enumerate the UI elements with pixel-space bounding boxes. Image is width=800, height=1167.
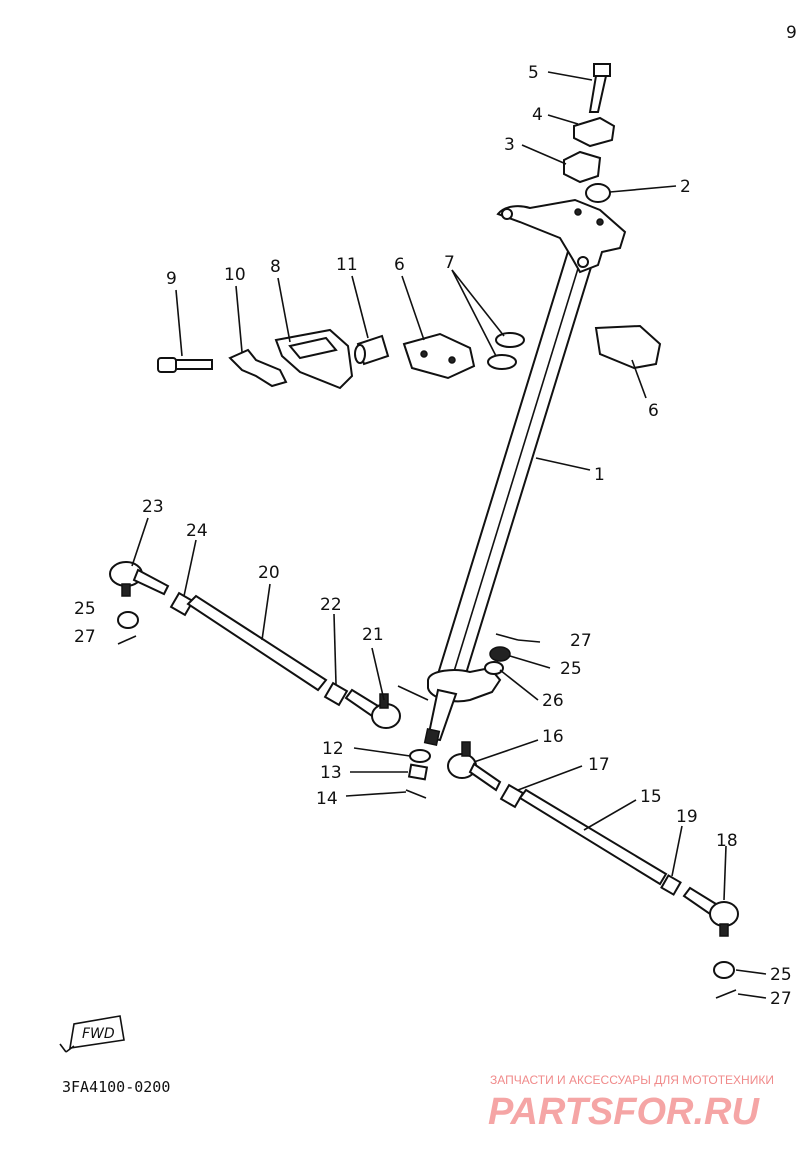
callout-6a: 6	[394, 255, 405, 275]
callout-2: 2	[680, 177, 691, 197]
callout-14: 14	[316, 789, 338, 809]
pin-27a	[117, 635, 137, 645]
callout-6b: 6	[648, 401, 659, 421]
callout-16: 16	[542, 727, 564, 747]
collar-11	[354, 334, 390, 366]
page-marker: 9	[786, 23, 797, 43]
nut-22	[323, 681, 349, 707]
callout-20: 20	[258, 563, 280, 583]
tie-rod-20	[186, 594, 328, 692]
fwd-label: FWD	[82, 1026, 115, 1042]
nut-24	[169, 591, 195, 617]
washer-26	[484, 661, 504, 675]
tie-rod-end-16	[447, 741, 502, 792]
bushing-half-6b	[594, 324, 662, 370]
callout-13: 13	[320, 763, 342, 783]
tie-rod-end-21	[344, 688, 401, 729]
nut-13	[407, 763, 429, 781]
top-bolt	[588, 63, 611, 113]
bushing-half-6a	[402, 332, 476, 380]
leader-lines	[131, 71, 767, 999]
tie-rod-end-18	[682, 886, 739, 937]
plate-8	[274, 328, 354, 390]
steering-shaft	[423, 198, 627, 746]
washer-25c	[713, 961, 735, 979]
callout-21: 21	[362, 625, 384, 645]
callout-25c: 25	[770, 965, 792, 985]
callout-27a: 27	[74, 627, 96, 647]
bolt-9	[157, 357, 213, 373]
callout-19: 19	[676, 807, 698, 827]
callout-8: 8	[270, 257, 281, 277]
callout-25a: 25	[74, 599, 96, 619]
tie-rod-15	[518, 788, 668, 886]
callout-15: 15	[640, 787, 662, 807]
callout-labels: 5 4 3 2 9 10 8 11 6 7 6 1 23 24 20 25 27…	[74, 63, 792, 1009]
fwd-indicator: FWD	[59, 1015, 125, 1053]
callout-12: 12	[322, 739, 344, 759]
callout-11: 11	[336, 255, 358, 275]
callout-7: 7	[444, 253, 455, 273]
callout-22: 22	[320, 595, 342, 615]
nut-17	[499, 783, 525, 809]
holder-upper	[573, 116, 616, 148]
callout-18: 18	[716, 831, 738, 851]
pin-27c	[715, 989, 737, 999]
pin-27b	[495, 633, 519, 641]
callout-17: 17	[588, 755, 610, 775]
watermark-tagline: ЗАПЧАСТИ И АКСЕССУАРЫ ДЛЯ МОТОТЕХНИКИ	[490, 1073, 774, 1087]
diagram-code: 3FA4100-0200	[62, 1078, 170, 1096]
nut-25b	[489, 646, 511, 662]
callout-27b: 27	[570, 631, 592, 651]
watermark-brand: PARTSFOR.RU	[488, 1091, 760, 1133]
lock-plate-10	[228, 348, 288, 388]
washer-12	[409, 749, 431, 763]
bushing-cap	[585, 183, 611, 203]
callout-5: 5	[528, 63, 539, 83]
callout-26: 26	[542, 691, 564, 711]
watermark: ЗАПЧАСТИ И АКСЕССУАРЫ ДЛЯ МОТОТЕХНИКИ PA…	[488, 1073, 774, 1133]
washer-25a	[117, 611, 139, 629]
callout-1: 1	[594, 465, 605, 485]
washers-7	[487, 332, 525, 370]
tie-rod-end-23	[109, 561, 170, 597]
callout-3: 3	[504, 135, 515, 155]
pin-14	[405, 789, 427, 799]
callout-10: 10	[224, 265, 246, 285]
callout-23: 23	[142, 497, 164, 517]
holder-lower	[563, 150, 602, 184]
callout-27c: 27	[770, 989, 792, 1009]
callout-4: 4	[532, 105, 543, 125]
callout-24: 24	[186, 521, 208, 541]
nut-19	[660, 874, 682, 896]
callout-25b: 25	[560, 659, 582, 679]
callout-9: 9	[166, 269, 177, 289]
